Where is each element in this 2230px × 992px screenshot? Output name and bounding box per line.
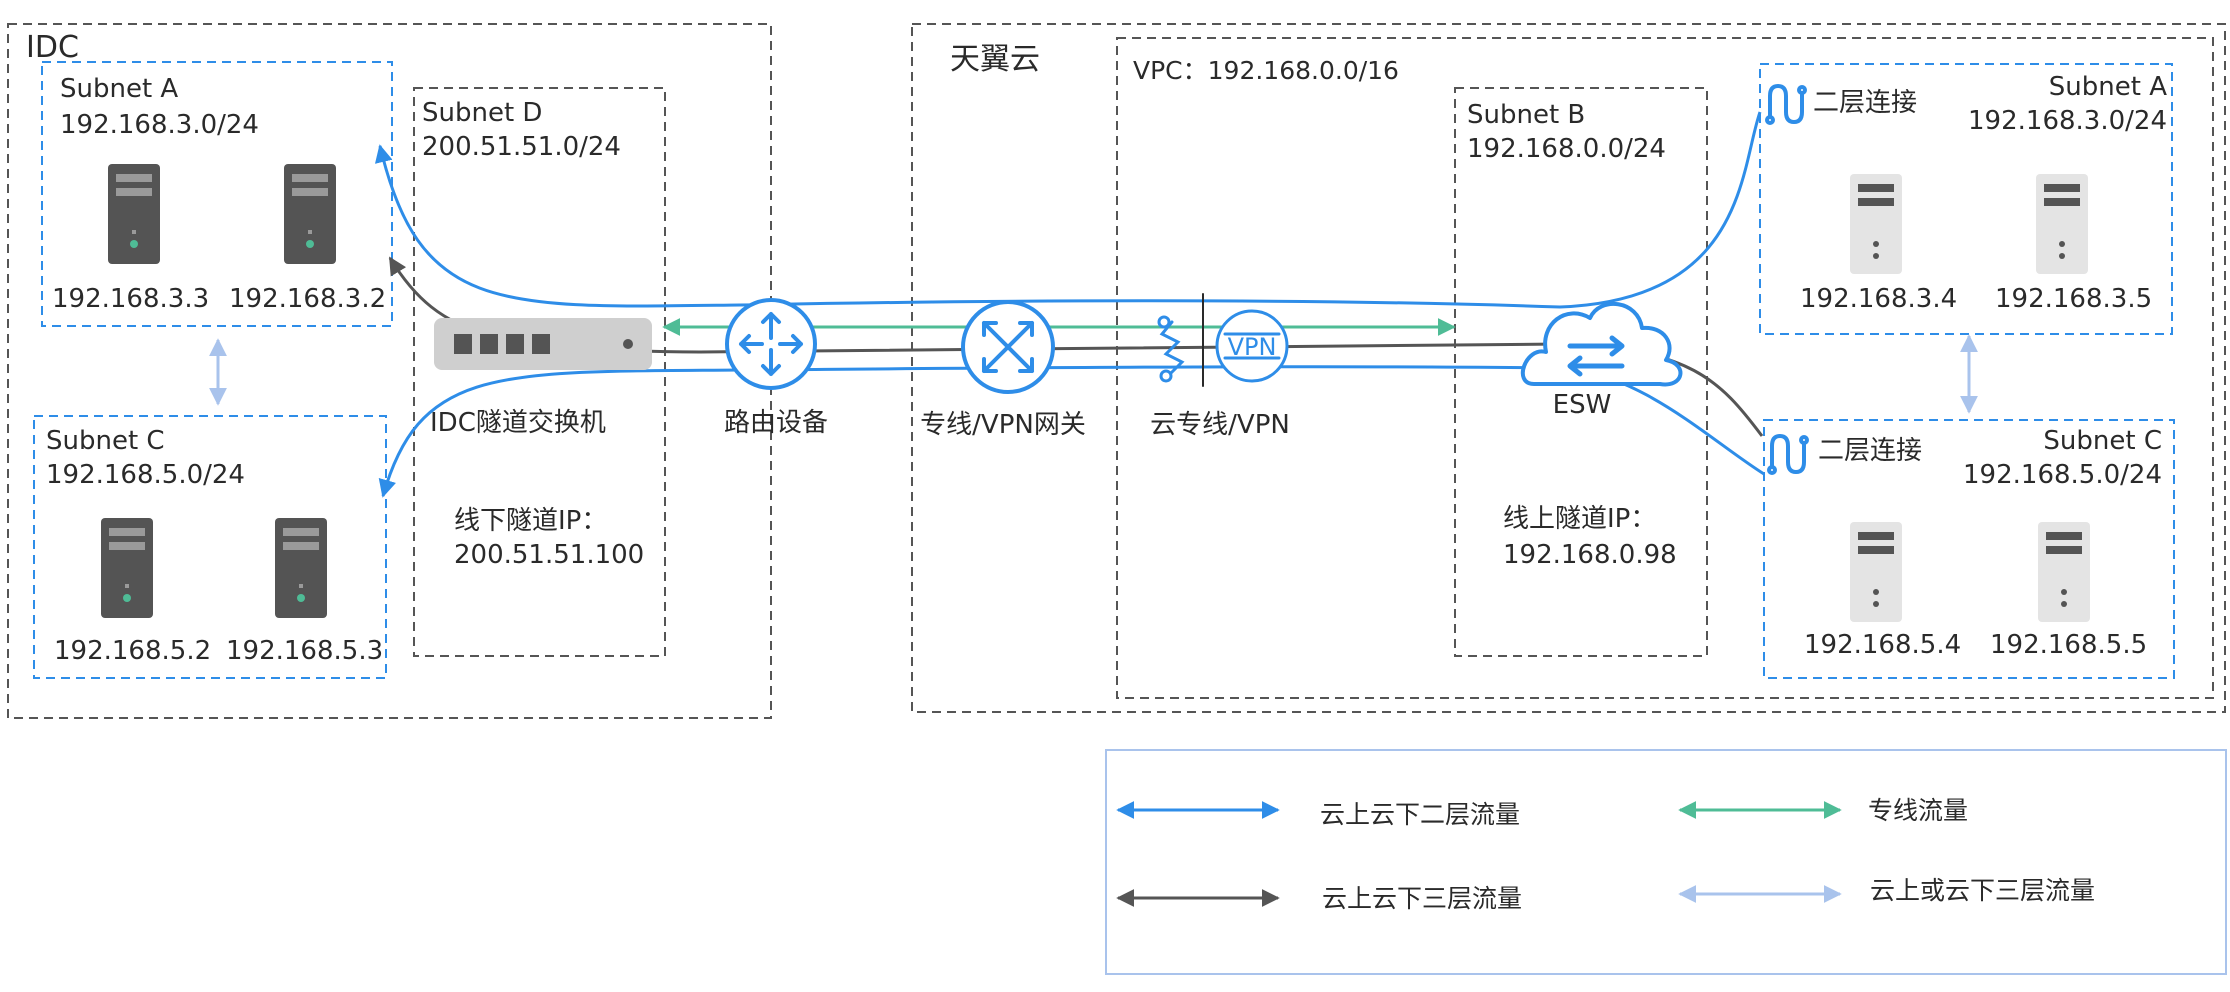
gateway-icon (961, 300, 1055, 394)
host-ip: 192.168.5.2 (54, 636, 212, 666)
cloud-subnet-c-name: Subnet C (2043, 426, 2162, 456)
router-icon (725, 298, 817, 390)
vpn-icon-text: VPN (1228, 333, 1277, 361)
tunnel-switch-label: IDC隧道交换机 (430, 408, 606, 438)
host-ip: 192.168.3.4 (1800, 284, 1958, 314)
legend-label-local-l3: 云上或云下三层流量 (1870, 876, 2096, 905)
online-tunnel-ip: 192.168.0.98 (1503, 540, 1677, 570)
cloud-container (911, 23, 2226, 713)
esw-icon (1520, 301, 1683, 387)
legend-box (1105, 749, 2227, 975)
cloud-subnet-c-cidr: 192.168.5.0/24 (1963, 460, 2162, 490)
direct-connect-vpn-icon (1157, 293, 1289, 387)
router-label: 路由设备 (723, 408, 829, 438)
cloud-subnet-c-l2-label: 二层连接 (1818, 436, 1923, 466)
cloud-subnet-b-box (1454, 87, 1708, 657)
idc-title: IDC (26, 30, 79, 65)
cloud-title: 天翼云 (950, 42, 1040, 77)
direct-connect-vpn-label: 云专线/VPN (1150, 410, 1290, 440)
host-ip: 192.168.3.3 (52, 284, 210, 314)
cloud-subnet-b-name: Subnet B (1467, 100, 1586, 130)
idc-subnet-c-name: Subnet C (46, 426, 165, 456)
idc-subnet-a-name: Subnet A (60, 74, 179, 104)
host-ip: 192.168.5.4 (1804, 630, 1962, 660)
idc-subnet-a-cidr: 192.168.3.0/24 (60, 110, 259, 140)
server-icon (101, 518, 153, 618)
idc-subnet-a-box (41, 61, 393, 327)
offline-tunnel-ip-label: 线下隧道IP： (454, 506, 608, 536)
cloud-subnet-a-name: Subnet A (2048, 72, 2167, 102)
cloud-subnet-a-box (1759, 63, 2173, 335)
legend-label-l3: 云上云下三层流量 (1322, 884, 1523, 913)
esw-label: ESW (1552, 390, 1612, 420)
idc-subnet-d-name: Subnet D (422, 98, 543, 128)
idc-subnet-d-box (413, 87, 666, 657)
legend-label-l2: 云上云下二层流量 (1320, 800, 1521, 829)
cloud-subnet-a-cidr: 192.168.3.0/24 (1968, 106, 2167, 136)
idc-subnet-d-cidr: 200.51.51.0/24 (422, 132, 621, 162)
host-ip: 192.168.5.3 (226, 636, 384, 666)
server-icon (2036, 174, 2088, 274)
idc-subnet-c-box (33, 415, 387, 679)
server-icon (284, 164, 336, 264)
server-icon (108, 164, 160, 264)
server-icon (2038, 522, 2090, 622)
online-tunnel-ip-label: 线上隧道IP： (1503, 504, 1657, 534)
idc-subnet-c-cidr: 192.168.5.0/24 (46, 460, 245, 490)
cloud-subnet-b-cidr: 192.168.0.0/24 (1467, 134, 1666, 164)
layer2-connection-icon (1767, 434, 1809, 475)
offline-tunnel-ip: 200.51.51.100 (454, 540, 645, 570)
tunnel-switch-icon (434, 318, 652, 370)
cloud-subnet-c-box (1763, 419, 2175, 679)
layer2-connection-icon (1765, 84, 1807, 125)
gateway-label: 专线/VPN网关 (920, 410, 1086, 440)
vpc-label: VPC：192.168.0.0/16 (1133, 56, 1399, 85)
cloud-subnet-a-l2-label: 二层连接 (1813, 88, 1918, 118)
l2-flow-upper (374, 111, 1762, 309)
server-icon (1850, 522, 1902, 622)
legend-label-dc: 专线流量 (1868, 796, 1969, 825)
host-ip: 192.168.3.5 (1995, 284, 2153, 314)
server-icon (275, 518, 327, 618)
host-ip: 192.168.5.5 (1990, 630, 2148, 660)
l2-flow-lower (378, 365, 1765, 498)
server-icon (1850, 174, 1902, 274)
host-ip: 192.168.3.2 (229, 284, 387, 314)
